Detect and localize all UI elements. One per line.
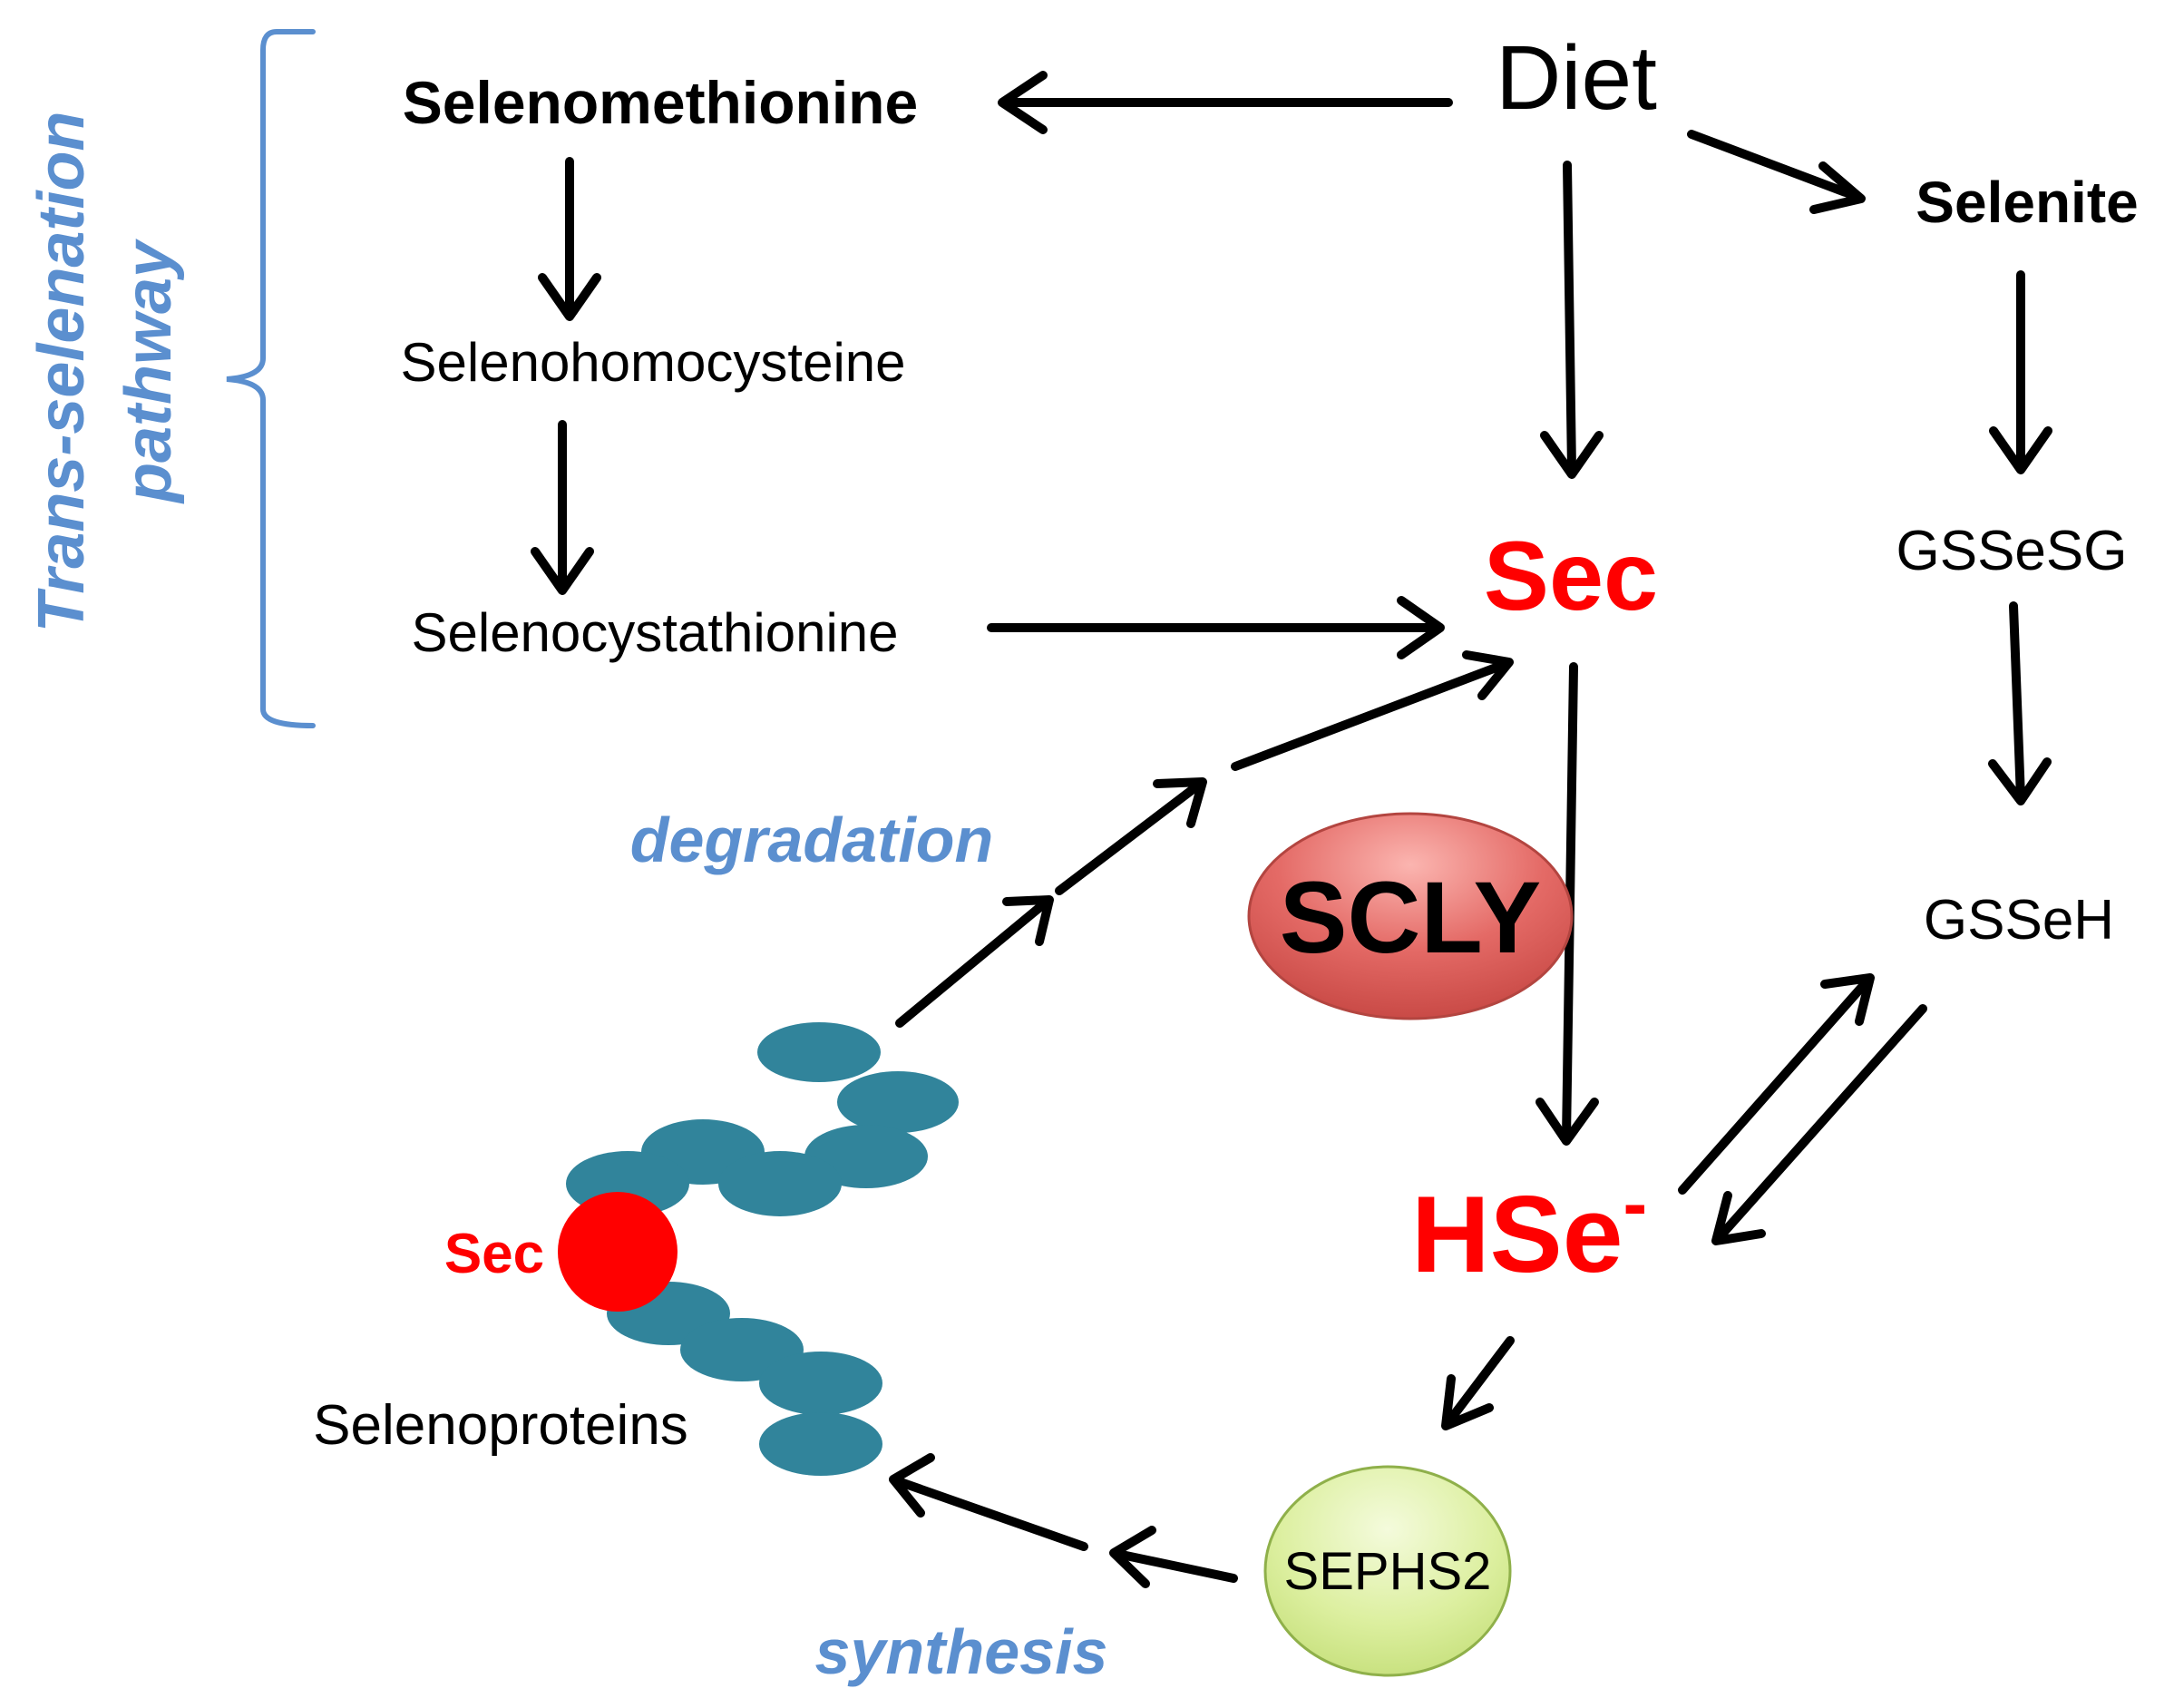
selenite-label: Selenite [1916, 170, 2138, 235]
arrow-diet-to-selenomethionine [998, 71, 1453, 134]
arrow-selenite-to-gssesg [1989, 270, 2052, 474]
hse-label: HSe- [1411, 1163, 1647, 1295]
hse-charge: - [1623, 1163, 1647, 1244]
arrow-selenohomocysteine-to-selenocystathionine [531, 420, 594, 595]
pathway-label-line2: pathway [112, 238, 185, 504]
arrow-diet-to-selenite [1687, 130, 1866, 214]
arrow-diet-to-sec [1540, 161, 1604, 479]
arrows [531, 71, 2052, 1588]
selenoproteins-label: Selenoproteins [313, 1394, 688, 1457]
arrow-selenocystathionine-to-sec [987, 596, 1445, 659]
arrow-sephs2-to-selenoproteins-part2 [889, 1453, 1088, 1551]
arrow-hse-to-sephs2 [1441, 1336, 1515, 1430]
selenohomocysteine-label: Selenohomocysteine [400, 332, 905, 393]
arrow-hse-to-gsseh [1678, 973, 1875, 1195]
arrow-gsseh-to-hse [1711, 1004, 1927, 1245]
hse-text: HSe [1411, 1174, 1623, 1295]
arrow-selenomethionine-to-selenohomocysteine [538, 157, 601, 321]
gssesg-label: GSSeSG [1896, 520, 2128, 582]
sephs2-enzyme: SEPHS2 [1263, 1465, 1512, 1677]
scly-ellipse [1247, 812, 1574, 1020]
protein-bead [759, 1412, 882, 1476]
diet-label: Diet [1496, 27, 1657, 129]
protein-bead [757, 1022, 881, 1082]
protein-bead [759, 1352, 882, 1415]
protein-sec-residue [558, 1192, 678, 1312]
arrow-sephs2-to-selenoproteins-part1 [1109, 1526, 1238, 1588]
synthesis-label: synthesis [815, 1616, 1108, 1687]
arrow-degradation-part1 [895, 895, 1054, 1028]
selenoprotein-chain [558, 1022, 959, 1476]
sephs2-ellipse [1263, 1465, 1512, 1677]
degradation-label: degradation [630, 805, 994, 875]
sephs2-label: SEPHS2 [1284, 1542, 1492, 1601]
protein-bead [718, 1151, 842, 1216]
pathway-label-line1: Trans-selenation [25, 112, 98, 633]
selenomethionine-label: Selenomethionine [403, 69, 918, 136]
scly-label: SCLY [1280, 861, 1541, 974]
sec-label: Sec [1484, 521, 1658, 630]
arrow-degradation-part3 [1231, 650, 1514, 771]
arrow-degradation-part2 [1055, 777, 1207, 895]
arrow-gssesg-to-gsseh [1988, 601, 2052, 805]
trans-selenation-bracket [226, 29, 316, 728]
selenocystathionine-label: Selenocystathionine [411, 602, 898, 663]
gsseh-label: GSSeH [1924, 889, 2114, 952]
scly-enzyme: SCLY [1247, 812, 1574, 1020]
protein-bead [837, 1071, 959, 1133]
protein-sec-label: Sec [444, 1223, 544, 1285]
